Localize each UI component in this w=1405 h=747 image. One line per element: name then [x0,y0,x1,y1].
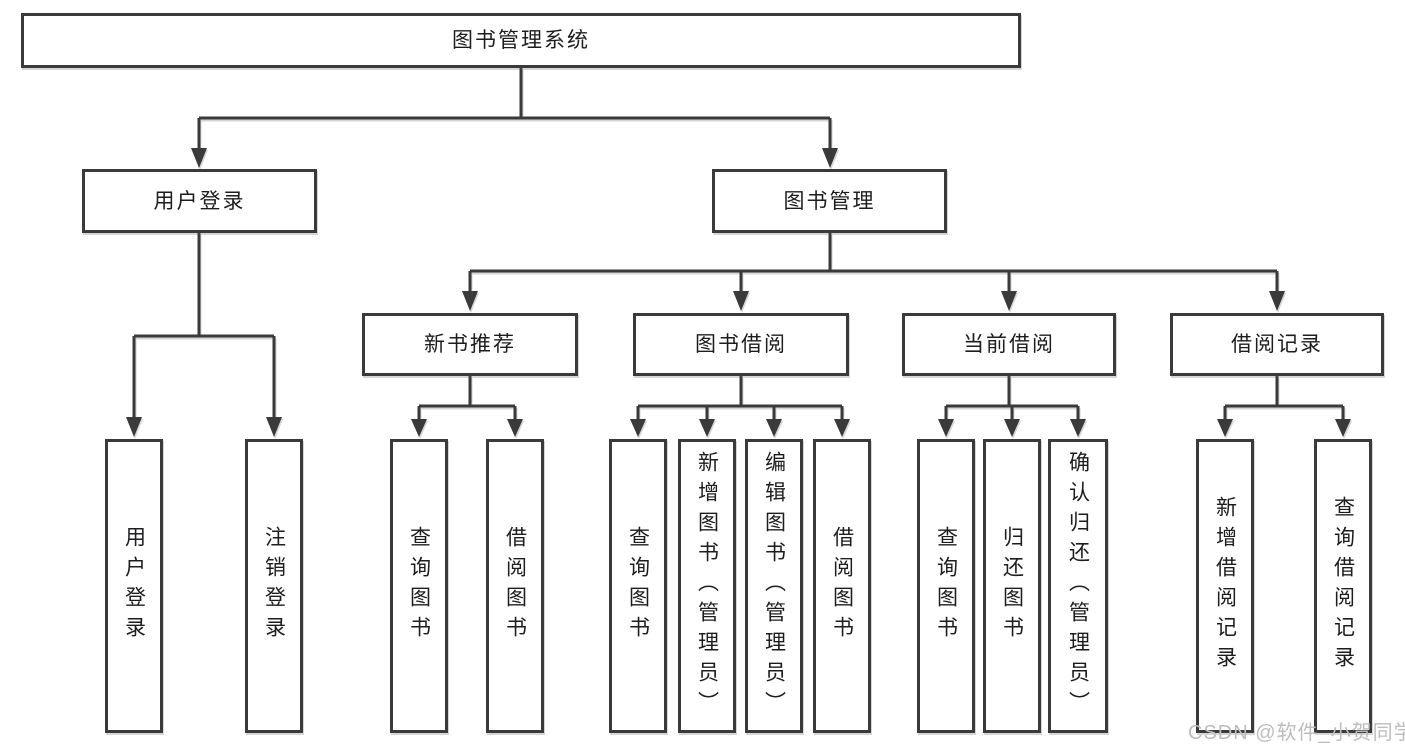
leaf-label: 新增图书（管理员） [695,451,719,721]
node-book-mgmt: 图书管理 [712,169,947,233]
leaf-user-login-logout: 注销登录 [245,439,303,733]
leaf-label: 查询图书 [626,526,650,646]
node-user-login-label: 用户登录 [153,189,246,213]
node-borrow-records: 借阅记录 [1170,313,1384,376]
node-current-borrow-label: 当前借阅 [963,333,1055,356]
leaf-current-borrow-query: 查询图书 [917,439,975,733]
node-book-mgmt-label: 图书管理 [783,189,876,213]
leaf-current-borrow-confirm-admin: 确认归还（管理员） [1048,439,1108,733]
node-book-borrow: 图书借阅 [633,313,849,376]
leaf-label: 确认归还（管理员） [1066,451,1090,721]
connector-new-books-branch [411,376,523,437]
leaf-book-borrow-edit-admin: 编辑图书（管理员） [745,439,803,733]
node-root-label: 图书管理系统 [452,29,590,52]
leaf-book-borrow-query: 查询图书 [609,439,667,733]
node-user-login: 用户登录 [82,169,317,233]
csdn-watermark: CSDN @软件_小贺同学 [1188,722,1405,744]
leaf-book-borrow-add-admin: 新增图书（管理员） [678,439,736,733]
leaf-label: 注销登录 [262,526,286,646]
leaf-label: 用户登录 [122,526,146,646]
leaf-borrow-records-add: 新增借阅记录 [1196,439,1254,733]
node-current-borrow: 当前借阅 [902,313,1116,376]
node-new-books-label: 新书推荐 [424,333,516,356]
leaf-label: 新增借阅记录 [1213,496,1237,676]
leaf-label: 查询图书 [934,526,958,646]
leaf-label: 编辑图书（管理员） [762,451,786,721]
connector-root-to-level2 [191,68,838,168]
leaf-label: 归还图书 [1000,526,1024,646]
leaf-user-login-login: 用户登录 [105,439,163,733]
leaf-label: 查询图书 [407,526,431,646]
leaf-book-borrow-borrow: 借阅图书 [813,439,871,733]
leaf-borrow-records-query: 查询借阅记录 [1314,439,1372,733]
node-new-books: 新书推荐 [362,313,578,376]
connector-current-borrow-branch [938,376,1086,437]
leaf-new-books-query: 查询图书 [390,439,448,733]
node-book-borrow-label: 图书借阅 [695,333,787,356]
node-borrow-records-label: 借阅记录 [1231,333,1323,356]
connector-user-login-branch [126,233,282,437]
node-root-system: 图书管理系统 [21,13,1021,68]
leaf-new-books-borrow: 借阅图书 [486,439,544,733]
connector-borrow-records-branch [1217,376,1351,437]
connector-book-mgmt-branch [462,233,1285,311]
connector-book-borrow-branch [630,376,850,437]
leaf-label: 借阅图书 [503,526,527,646]
leaf-current-borrow-return: 归还图书 [983,439,1041,733]
leaf-label: 借阅图书 [830,526,854,646]
leaf-label: 查询借阅记录 [1331,496,1355,676]
